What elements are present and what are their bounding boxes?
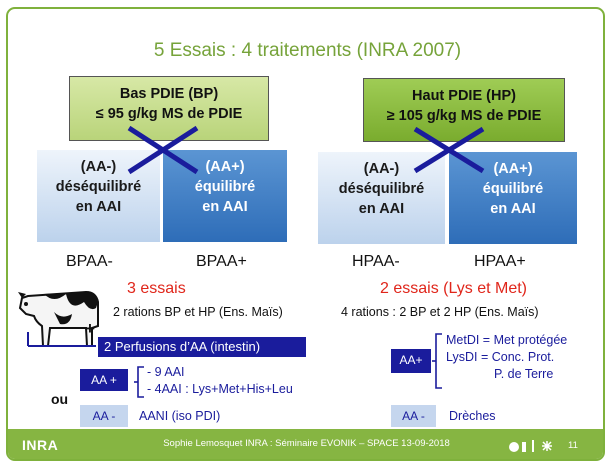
bp-box-line2: ≤ 95 g/kg MS de PDIE xyxy=(95,106,243,122)
bp-box: Bas PDIE (BP) ≤ 95 g/kg MS de PDIE xyxy=(69,76,269,141)
bp-box-line1: Bas PDIE (BP) xyxy=(119,86,219,102)
bp-aa-plus-box: (AA+) équilibré en AAI xyxy=(163,150,287,242)
hp-aa-plus-box: (AA+) équilibré en AAI xyxy=(449,152,577,244)
treatment-hpaa-plus: HPAA+ xyxy=(474,253,526,270)
right-bracket xyxy=(432,333,442,389)
footer-text: Sophie Lemosquet INRA : Séminaire EVONIK… xyxy=(163,438,450,449)
hp-box-line2: ≥ 105 g/kg MS de PDIE xyxy=(386,108,542,124)
treatment-hpaa-minus: HPAA- xyxy=(352,253,400,270)
aa-plus-line2: équilibré xyxy=(194,179,256,195)
plus-icon: + xyxy=(85,319,95,338)
footer-bar xyxy=(8,429,603,459)
right-aa-plus-tag: AA+ xyxy=(391,349,431,373)
left-aa-minus-text: AANI (iso PDI) xyxy=(139,409,221,423)
footer-icons xyxy=(509,440,552,452)
left-aa-plus-line1: - 9 AAI xyxy=(147,365,185,379)
slide-title: 5 Essais : 4 traitements (INRA 2007) xyxy=(153,40,462,61)
left-aa-plus-line2: - 4AAI : Lys+Met+His+Leu xyxy=(147,382,293,396)
slide: 5 Essais : 4 traitements (INRA 2007) Bas… xyxy=(6,7,605,461)
aa-minus-line1: (AA-) xyxy=(363,161,400,177)
aa-plus-line2: équilibré xyxy=(482,181,544,197)
left-aa-plus-tag: AA + xyxy=(80,369,128,391)
left-essais: 3 essais xyxy=(127,280,186,297)
right-rations: 4 rations : 2 BP et 2 HP (Ens. Maïs) xyxy=(341,305,539,319)
aa-minus-line3: en AAI xyxy=(358,201,405,217)
aa-minus-line2: déséquilibré xyxy=(338,181,425,197)
left-rations: 2 rations BP et HP (Ens. Maïs) xyxy=(113,305,283,319)
hp-box-line1: Haut PDIE (HP) xyxy=(412,88,516,104)
ou-label: ou xyxy=(51,391,69,407)
aa-plus-line3: en AAI xyxy=(490,201,536,217)
aa-plus-line1: (AA+) xyxy=(493,161,533,177)
treatment-bpaa-minus: BPAA- xyxy=(66,253,113,270)
page-number: 11 xyxy=(568,440,578,451)
aa-minus-line3: en AAI xyxy=(75,199,122,215)
right-aa-minus-text: Drèches xyxy=(449,409,496,423)
right-aa-plus-line3: P. de Terre xyxy=(494,367,554,381)
aa-minus-line1: (AA-) xyxy=(80,159,117,175)
bp-aa-minus-box: (AA-) déséquilibré en AAI xyxy=(37,150,160,242)
cow-icon xyxy=(18,290,99,347)
treatment-bpaa-plus: BPAA+ xyxy=(196,253,247,270)
aa-plus-line1: (AA+) xyxy=(205,159,245,175)
hp-aa-minus-box: (AA-) déséquilibré en AAI xyxy=(318,152,445,244)
right-aa-minus-tag: AA - xyxy=(391,405,436,427)
inra-logo: INRA xyxy=(22,437,59,453)
hp-box: Haut PDIE (HP) ≥ 105 g/kg MS de PDIE xyxy=(363,78,565,142)
right-essais: 2 essais (Lys et Met) xyxy=(380,280,528,297)
perfusion-banner: 2 Perfusions d’AA (intestin) xyxy=(98,337,306,357)
left-bracket xyxy=(134,366,144,398)
aa-plus-line3: en AAI xyxy=(202,199,248,215)
left-aa-minus-tag: AA - xyxy=(80,405,128,427)
right-aa-plus-line2: LysDI = Conc. Prot. xyxy=(446,350,555,364)
aa-minus-line2: déséquilibré xyxy=(55,179,142,195)
right-aa-plus-line1: MetDI = Met protégée xyxy=(446,333,568,347)
